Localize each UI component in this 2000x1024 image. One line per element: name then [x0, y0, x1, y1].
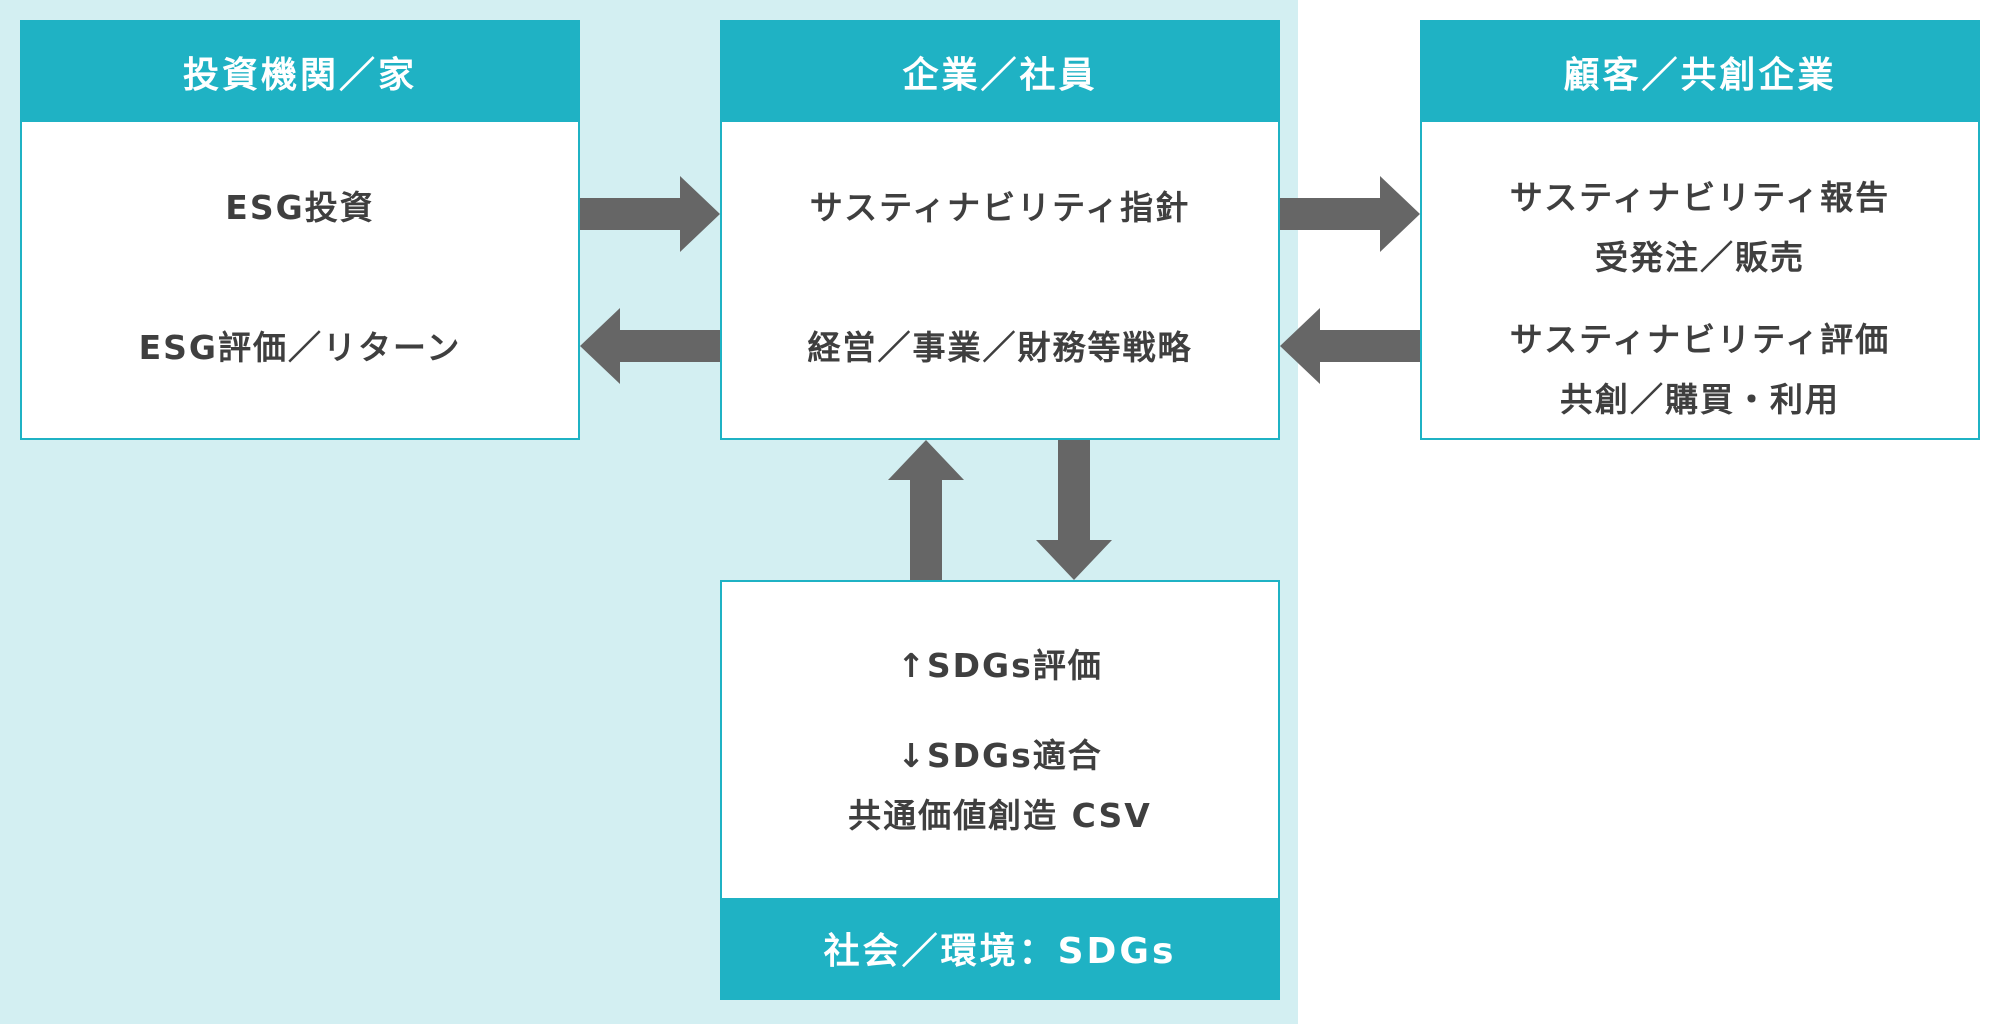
customers-box: 顧客／共創企業 サスティナビリティ報告 受発注／販売 サスティナビリティ評価 共…: [1420, 20, 1980, 440]
arrow-society-to-company: [888, 440, 964, 580]
society-title: 社会／環境：SDGs: [722, 898, 1278, 998]
customers-item-sustainability-evaluation: サスティナビリティ評価: [1509, 320, 1891, 359]
investors-item-esg-investment: ESG投資: [225, 188, 375, 227]
society-item-csv: 共通価値創造 CSV: [848, 796, 1152, 835]
arrow-company-to-investors: [580, 308, 720, 384]
arrow-customers-to-company: [1280, 308, 1420, 384]
investors-box: 投資機関／家 ESG投資 ESG評価／リターン: [20, 20, 580, 440]
society-box: ↑SDGs評価 ↓SDGs適合 共通価値創造 CSV 社会／環境：SDGs: [720, 580, 1280, 1000]
arrow-company-to-customers: [1280, 176, 1420, 252]
customers-item-cocreation-purchase: 共創／購買・利用: [1560, 380, 1840, 419]
company-title: 企業／社員: [722, 22, 1278, 122]
investors-item-esg-evaluation: ESG評価／リターン: [138, 328, 462, 367]
investors-title: 投資機関／家: [22, 22, 578, 122]
company-item-strategy: 経営／事業／財務等戦略: [807, 328, 1193, 367]
arrow-company-to-society: [1036, 440, 1112, 580]
society-item-sdgs-compliance: ↓SDGs適合: [897, 736, 1103, 775]
customers-title: 顧客／共創企業: [1422, 22, 1978, 122]
company-box: 企業／社員 サスティナビリティ指針 経営／事業／財務等戦略: [720, 20, 1280, 440]
society-item-sdgs-evaluation: ↑SDGs評価: [897, 646, 1103, 685]
customers-item-sustainability-report: サスティナビリティ報告: [1509, 178, 1891, 217]
company-item-sustainability-policy: サスティナビリティ指針: [809, 188, 1191, 227]
arrow-investors-to-company: [580, 176, 720, 252]
customers-item-orders-sales: 受発注／販売: [1595, 238, 1805, 277]
